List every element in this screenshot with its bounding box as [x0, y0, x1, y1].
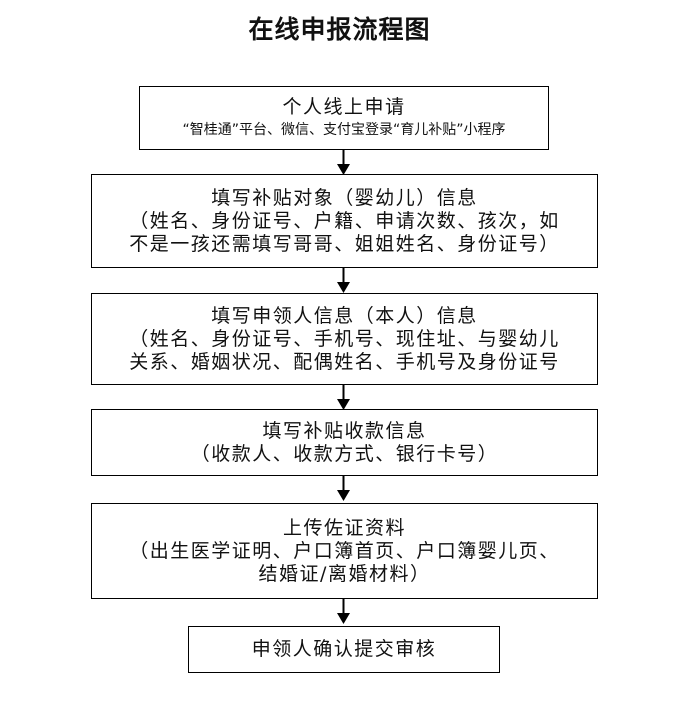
arrow-2-to-3: [337, 268, 350, 293]
arrow-5-to-6: [337, 599, 350, 624]
step-2-box: 填写补贴对象（婴幼儿）信息 （姓名、身份证号、户籍、申请次数、孩次，如 不是一孩…: [91, 174, 598, 268]
step-5-heading: 上传佐证资料: [282, 516, 406, 539]
step-3-heading: 填写申领人信息（本人）信息: [211, 304, 478, 327]
step-3-box: 填写申领人信息（本人）信息 （姓名、身份证号、手机号、现住址、与婴幼儿 关系、婚…: [91, 293, 598, 385]
step-3-detail-2: 关系、婚姻状况、配偶姓名、手机号及身份证号: [129, 350, 560, 373]
step-4-heading: 填写补贴收款信息: [262, 419, 427, 442]
step-1-detail-1: “智桂通”平台、微信、支付宝登录“育儿补贴”小程序: [182, 121, 506, 138]
step-2-heading: 填写补贴对象（婴幼儿）信息: [211, 186, 478, 209]
step-4-detail-1: （收款人、收款方式、银行卡号）: [190, 442, 499, 465]
step-5-detail-2: 结婚证/离婚材料）: [258, 562, 431, 585]
step-3-detail-1: （姓名、身份证号、手机号、现住址、与婴幼儿: [129, 327, 560, 350]
step-4-box: 填写补贴收款信息 （收款人、收款方式、银行卡号）: [91, 409, 598, 476]
step-1-heading: 个人线上申请: [282, 95, 406, 118]
arrow-1-to-2: [337, 150, 350, 175]
step-5-detail-1: （出生医学证明、户口簿首页、户口簿婴儿页、: [129, 539, 560, 562]
page-title: 在线申报流程图: [248, 15, 431, 44]
arrow-4-to-5: [337, 476, 350, 501]
step-6-box: 申领人确认提交审核: [188, 626, 500, 673]
step-5-box: 上传佐证资料 （出生医学证明、户口簿首页、户口簿婴儿页、 结婚证/离婚材料）: [91, 503, 598, 599]
step-2-detail-2: 不是一孩还需填写哥哥、姐姐姓名、身份证号）: [129, 232, 560, 255]
arrow-3-to-4: [337, 385, 350, 410]
step-1-box: 个人线上申请 “智桂通”平台、微信、支付宝登录“育儿补贴”小程序: [139, 86, 549, 150]
step-2-detail-1: （姓名、身份证号、户籍、申请次数、孩次，如: [129, 209, 560, 232]
step-6-heading: 申领人确认提交审核: [251, 638, 437, 660]
